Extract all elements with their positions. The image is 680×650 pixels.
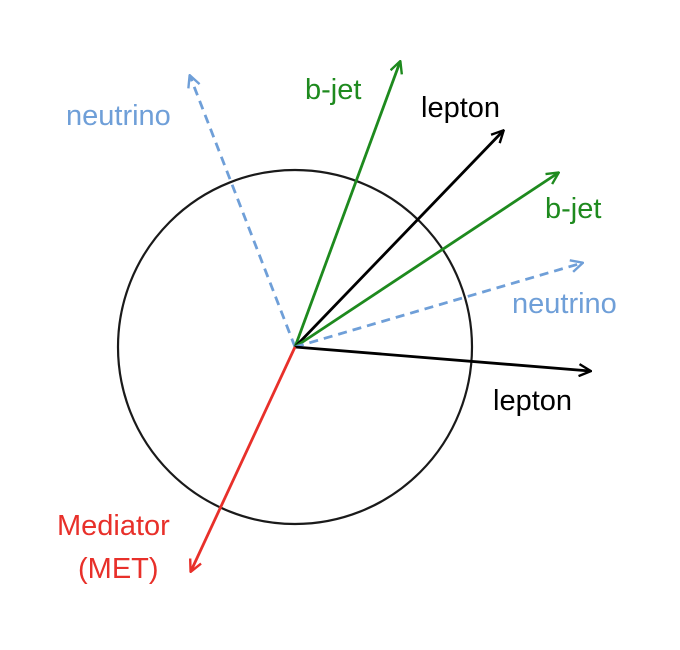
mediator-arrow bbox=[191, 346, 297, 571]
lepton-label-right: lepton bbox=[493, 385, 572, 417]
neutrino-arrow-top bbox=[190, 76, 297, 348]
bjet-arrow-right bbox=[294, 173, 558, 349]
met-label: (MET) bbox=[78, 553, 159, 585]
neutrino-label-top: neutrino bbox=[66, 100, 171, 132]
lepton-arrow-right bbox=[294, 345, 590, 371]
detector-circle bbox=[116, 168, 474, 526]
bjet-arrow-top bbox=[293, 62, 400, 348]
mediator-label: Mediator bbox=[57, 510, 170, 542]
bjet-label-right: b-jet bbox=[545, 193, 601, 225]
neutrino-label-right: neutrino bbox=[512, 288, 617, 320]
lepton-arrow-top bbox=[293, 131, 503, 348]
neutrino-arrow-right bbox=[294, 263, 582, 349]
lepton-label-top: lepton bbox=[421, 92, 500, 124]
bjet-label-top: b-jet bbox=[305, 74, 361, 106]
